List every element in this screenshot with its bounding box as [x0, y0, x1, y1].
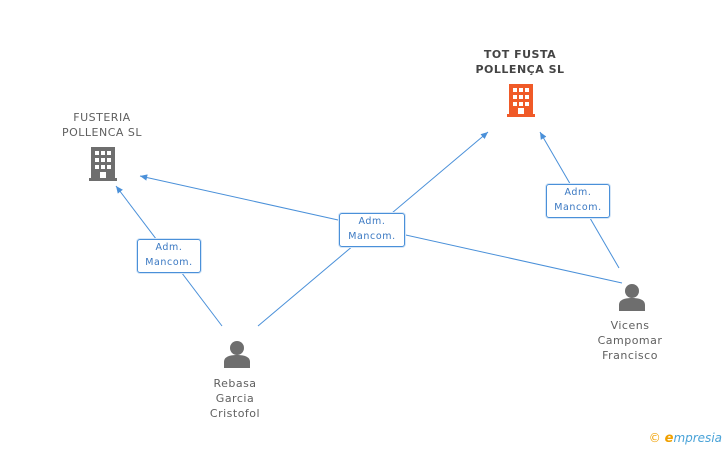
relation-badge[interactable]: Adm. Mancom. [339, 213, 405, 247]
relation-badge[interactable]: Adm. Mancom. [137, 239, 201, 273]
building-icon-focus [507, 84, 535, 117]
relation-label: Adm. [155, 242, 183, 253]
person-name-line: Rebasa [213, 377, 257, 390]
company-name-line: POLLENCA SL [61, 126, 143, 139]
relation-label: Mancom. [554, 202, 602, 213]
relation-label: Adm. [564, 187, 592, 198]
relation-label: Mancom. [348, 231, 396, 242]
building-icon [89, 147, 117, 181]
person-label-rebasa[interactable]: Rebasa Garcia Cristofol [185, 376, 285, 421]
person-label-vicens[interactable]: Vicens Campomar Francisco [580, 318, 680, 363]
brand-e: e [664, 431, 674, 446]
copyright-symbol: © [648, 431, 661, 445]
person-name-line: Vicens [610, 319, 650, 332]
person-name-line: Cristofol [209, 407, 261, 420]
relation-label: Mancom. [145, 257, 193, 268]
person-name-line: Francisco [602, 349, 658, 362]
company-name-line: POLLENÇA SL [475, 63, 565, 76]
person-icon [224, 341, 250, 368]
company-label-fusteria[interactable]: FUSTERIA POLLENCA SL [52, 110, 152, 140]
company-name-line: TOT FUSTA [483, 48, 557, 61]
company-name-line: FUSTERIA [73, 111, 131, 124]
person-name-line: Campomar [597, 334, 663, 347]
person-name-line: Garcia [215, 392, 255, 405]
relation-label: Adm. [358, 216, 386, 227]
company-label-totfusta[interactable]: TOT FUSTA POLLENÇA SL [465, 47, 575, 77]
person-icon [619, 284, 645, 311]
brand-name: mpresia [673, 431, 722, 445]
relation-badge[interactable]: Adm. Mancom. [546, 184, 610, 218]
empresia-logo: © empresia [649, 431, 722, 446]
